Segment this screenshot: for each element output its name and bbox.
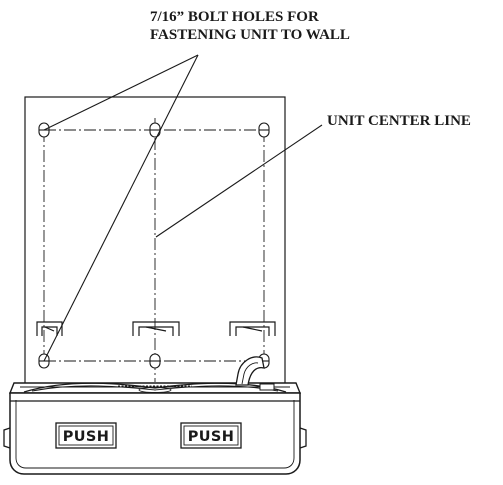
left-side-knob [3, 427, 11, 449]
bolt-holes-callout: 7/16” BOLT HOLES FOR FASTENING UNIT TO W… [150, 8, 350, 44]
hanger-brackets [36, 321, 276, 336]
leader-line-bolt-top [43, 54, 199, 131]
push-button-left-label: PUSH [63, 429, 110, 445]
bolt-hole [258, 122, 270, 138]
bolt-holes-callout-line-1: 7/16” BOLT HOLES FOR [150, 9, 319, 25]
unit-center-line-callout: UNIT CENTER LINE [327, 113, 471, 129]
leader-line-bolt-bottom [43, 54, 199, 362]
basin-inner-edge [15, 400, 295, 469]
basin-rim [8, 382, 302, 394]
right-side-knob [299, 427, 307, 449]
push-button-left[interactable] [55, 422, 117, 449]
push-button-right-label: PUSH [188, 429, 235, 445]
bolt-hole [149, 122, 161, 138]
leader-lines [43, 54, 323, 362]
bubbler-faucet [235, 356, 275, 391]
basin-body [9, 392, 301, 475]
hanger-bracket [132, 321, 180, 336]
bolt-hole [149, 353, 161, 369]
hanger-bracket [229, 321, 276, 336]
bolt-holes-callout-line-2: FASTENING UNIT TO WALL [150, 27, 350, 43]
leader-line-center [155, 124, 323, 238]
push-button-right[interactable] [180, 422, 242, 449]
hanger-bracket [36, 321, 63, 336]
